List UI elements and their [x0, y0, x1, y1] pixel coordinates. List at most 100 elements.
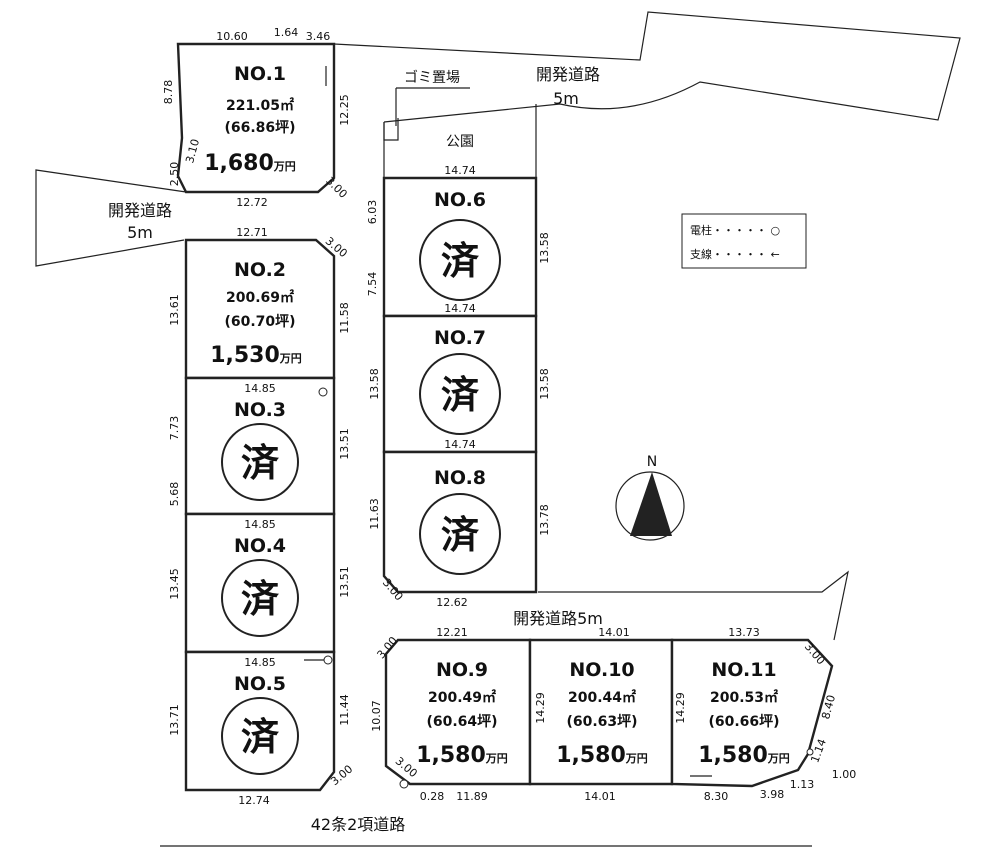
dim-lot10-top: 14.01: [598, 626, 630, 639]
lot-6-sold: 済: [441, 239, 480, 283]
lot-2[interactable]: [184, 238, 336, 380]
lot-9-area: 200.49㎡: [428, 689, 496, 706]
road-left-label: 開発道路: [108, 201, 172, 220]
dim-lot9-bottom: 11.89: [456, 790, 488, 803]
dim-lot1-left-2: 3.10: [183, 138, 202, 165]
dim-lot7-right: 13.58: [538, 368, 551, 400]
lot-11-area: 200.53㎡: [710, 689, 778, 706]
lot-1-price-line: 1,680万円: [204, 151, 296, 176]
lot-9-tsubo: (60.64坪): [426, 714, 497, 730]
pole-icon: [323, 655, 333, 665]
dim-lot8-right: 13.78: [538, 504, 551, 536]
dim-lot5-right: 11.44: [338, 694, 351, 726]
lot-10-tsubo: (60.63坪): [566, 714, 637, 730]
lot-11-price-line: 1,580万円: [698, 743, 790, 768]
dim-lot6-right: 13.58: [538, 232, 551, 264]
lot-9-number: NO.9: [436, 659, 488, 681]
lot-4-sold: 済: [241, 577, 280, 621]
north-arrow-icon: [630, 472, 672, 536]
pole-icon: [399, 779, 409, 789]
dim-lot8-bottom: 12.62: [436, 596, 468, 609]
garbage-area: [383, 118, 399, 141]
road-middle-label: 開発道路5m: [513, 609, 603, 628]
dim-lot5-left: 13.71: [168, 704, 181, 736]
road-top-width: 5m: [553, 89, 579, 108]
dim-lot1-right: 12.25: [338, 94, 351, 126]
dim-lot1-left-3: 2.50: [168, 162, 181, 187]
dim-lot11-bottom: 8.30: [704, 790, 729, 803]
lot-1-price: 1,680: [204, 151, 274, 176]
lot-4-number: NO.4: [234, 535, 286, 557]
park-label: 公園: [446, 134, 474, 150]
road-left-outline: [35, 169, 187, 267]
dim-lot3-left-1: 7.73: [168, 416, 181, 441]
lot-7-number: NO.7: [434, 327, 486, 349]
dim-lot1-top-1: 10.60: [216, 30, 248, 43]
dim-lot11-right-3: 1.00: [832, 768, 857, 781]
dim-lot1-left-1: 8.78: [162, 80, 175, 105]
lot-10-unit: 万円: [625, 752, 648, 765]
dim-lot1-top-2: 1.64: [274, 26, 299, 39]
pole-icon: [318, 387, 328, 397]
dim-lot2-left: 13.61: [168, 294, 181, 326]
road-middle-outline: [538, 570, 849, 641]
dim-lot9-left: 10.07: [370, 700, 383, 732]
garbage-label: ゴミ置場: [404, 69, 460, 86]
legend-stay: 支線・・・・・ ←: [690, 247, 780, 261]
dim-lot8-top: 14.74: [444, 438, 476, 451]
dim-lot3-top: 14.85: [244, 382, 276, 395]
dim-lot2-top: 12.71: [236, 226, 268, 239]
dim-lot11-top: 13.73: [728, 626, 760, 639]
lot-11[interactable]: [670, 638, 834, 788]
lot-11-price: 1,580: [698, 743, 768, 768]
road-top-outline: [333, 11, 961, 123]
road-top-label: 開発道路: [536, 65, 600, 84]
lot-1-tsubo: (66.86坪): [224, 120, 295, 136]
dim-lot6-left-2: 7.54: [366, 272, 379, 297]
dim-lot11-bottom-3: 1.13: [790, 778, 815, 791]
lot-2-area: 200.69㎡: [226, 289, 294, 306]
lot-2-unit: 万円: [279, 352, 302, 365]
dim-lot3-right: 13.51: [338, 428, 351, 460]
dim-lot1-bottom: 12.72: [236, 196, 268, 209]
dim-lot6-top: 14.74: [444, 164, 476, 177]
lot-1-area: 221.05㎡: [226, 97, 294, 114]
lot-7-sold: 済: [441, 373, 480, 417]
compass-north-label: N: [647, 454, 657, 470]
lot-4-sold-circle: [221, 559, 299, 637]
dim-lot10-bottom: 14.01: [584, 790, 616, 803]
dim-lot7-top: 14.74: [444, 302, 476, 315]
compass: N: [615, 454, 685, 541]
lot-2-tsubo: (60.70坪): [224, 314, 295, 330]
dim-lot1-corner: 3.00: [323, 174, 350, 201]
lot-7-sold-circle: [419, 353, 501, 435]
lot-11-number: NO.11: [711, 659, 776, 681]
lot-3-sold: 済: [241, 441, 280, 485]
lot-6-number: NO.6: [434, 189, 486, 211]
lot-5-sold: 済: [241, 715, 280, 759]
lot-1[interactable]: [176, 42, 336, 194]
road-bottom-label: 42条2項道路: [311, 815, 406, 834]
dim-lot5-bottom: 12.74: [238, 794, 270, 807]
dim-lot9-bottom-short: 0.28: [420, 790, 445, 803]
dim-lot1-top-3: 3.46: [306, 30, 331, 43]
lot-3-number: NO.3: [234, 399, 286, 421]
lot-6-sold-circle: [419, 219, 501, 301]
dim-lot10-left: 14.29: [534, 692, 547, 724]
lot-8-number: NO.8: [434, 467, 486, 489]
dim-lot9-top: 12.21: [436, 626, 468, 639]
legend-pole: 電柱・・・・・ ○: [690, 223, 780, 237]
lot-9-price-line: 1,580万円: [416, 743, 508, 768]
dim-lot11-left: 14.29: [674, 692, 687, 724]
lot-1-unit: 万円: [273, 160, 296, 173]
dim-lot11-bottom-2: 3.98: [760, 788, 785, 801]
dim-lot4-top: 14.85: [244, 518, 276, 531]
legend-box: [681, 213, 807, 269]
lot-8-sold: 済: [441, 513, 480, 557]
lot-11-unit: 万円: [767, 752, 790, 765]
lot-2-price-line: 1,530万円: [210, 343, 302, 368]
lot-10-area: 200.44㎡: [568, 689, 636, 706]
lot-1-number: NO.1: [234, 63, 286, 85]
lot-10-number: NO.10: [569, 659, 634, 681]
